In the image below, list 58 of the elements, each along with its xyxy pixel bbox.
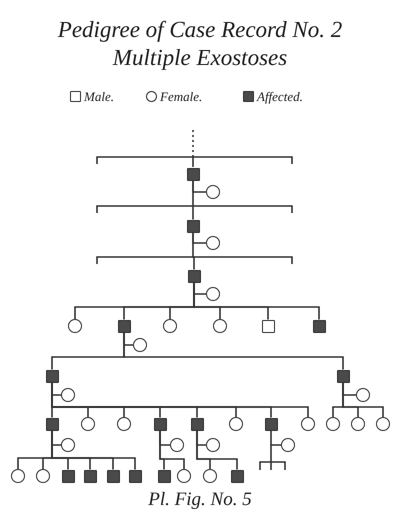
subtitle: Multiple Exostoses xyxy=(112,46,288,69)
pedigree-line xyxy=(192,232,195,270)
female-circle xyxy=(117,417,131,431)
female-circle xyxy=(326,417,340,431)
affected-square xyxy=(118,320,130,332)
affected-square xyxy=(190,418,204,430)
female-circle xyxy=(213,319,227,333)
female-circle xyxy=(281,438,295,452)
affected-square xyxy=(62,470,74,482)
pedigree-line xyxy=(342,382,384,417)
pedigree-line xyxy=(193,282,320,320)
affected-square xyxy=(186,168,200,180)
male-square xyxy=(262,320,274,332)
affected-square xyxy=(230,470,244,482)
pedigree-line xyxy=(159,430,185,469)
affected-square xyxy=(312,320,326,332)
affected-square xyxy=(158,470,170,482)
female-circle xyxy=(170,438,184,452)
legend-label: Female. xyxy=(160,90,202,103)
affected-square xyxy=(84,470,96,482)
affected-square xyxy=(186,220,200,232)
female-circle xyxy=(61,438,75,452)
female-circle xyxy=(177,469,191,483)
affected-square xyxy=(128,470,142,482)
pedigree-line xyxy=(123,332,344,370)
female-circle xyxy=(203,469,217,483)
legend-label: Affected. xyxy=(257,90,303,103)
female-circle xyxy=(206,185,220,199)
female-circle xyxy=(81,417,95,431)
affected-square xyxy=(46,418,58,430)
affected-square xyxy=(154,418,166,430)
female-circle xyxy=(163,319,177,333)
female-circle xyxy=(68,319,82,333)
affected-square xyxy=(188,270,200,282)
title: Pedigree of Case Record No. 2 xyxy=(56,18,344,41)
female-circle xyxy=(351,417,365,431)
female-circle xyxy=(206,287,220,301)
legend-label: Male. xyxy=(84,90,114,103)
female-circle xyxy=(36,469,50,483)
pedigree-line xyxy=(192,180,194,220)
affected-square xyxy=(264,418,278,430)
female-circle xyxy=(133,338,147,352)
pedigree-line xyxy=(51,430,136,470)
pedigree-line xyxy=(270,430,281,446)
pedigree-line xyxy=(196,430,238,470)
female-circle xyxy=(61,388,75,402)
affected-square xyxy=(46,370,58,382)
female-circle xyxy=(229,417,243,431)
female-circle xyxy=(376,417,390,431)
female-circle xyxy=(301,417,315,431)
female-circle xyxy=(356,388,370,402)
affected-square xyxy=(336,370,350,382)
pedigree-line xyxy=(51,382,309,417)
caption: Pl. Fig. No. 5 xyxy=(147,490,253,509)
affected-square xyxy=(106,470,120,482)
female-circle xyxy=(206,438,220,452)
female-circle xyxy=(11,469,25,483)
female-circle xyxy=(206,236,220,250)
